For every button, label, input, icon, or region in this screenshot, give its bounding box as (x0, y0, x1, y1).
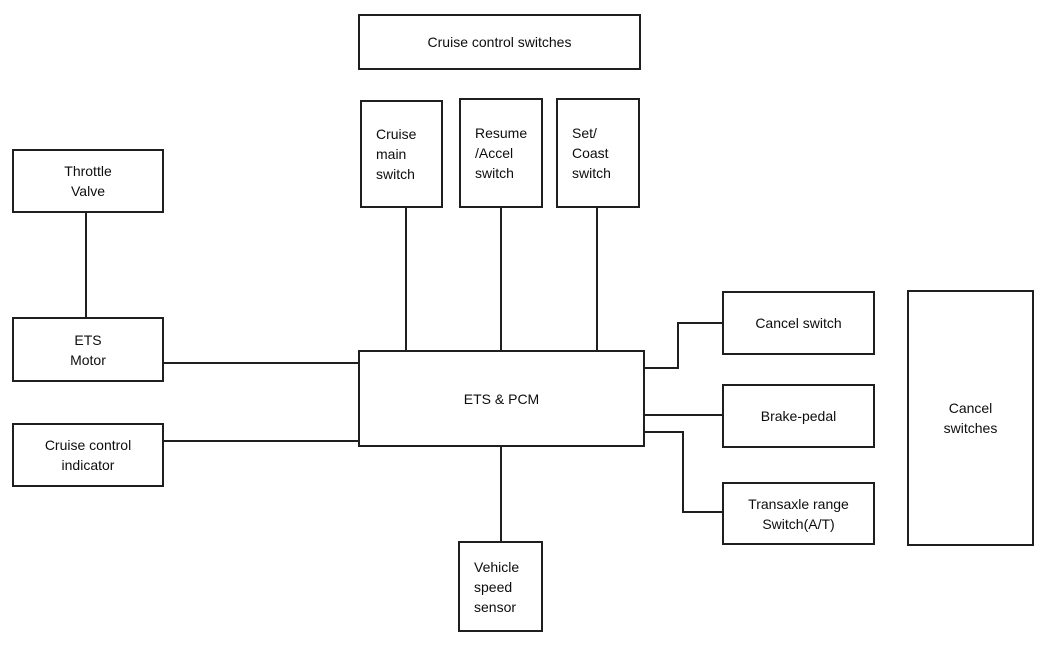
node-resume-accel-switch-label: Resume /Accel switch (475, 125, 528, 181)
node-ets-motor-label: ETS Motor (70, 331, 106, 368)
connector-ets-pcm-to-transaxle-seg2 (682, 431, 684, 513)
node-cancel-switches: Cancel switches (907, 290, 1034, 546)
connector-cruise-control-indicator-to-ets-pcm (164, 440, 358, 442)
node-cruise-control-switches: Cruise control switches (358, 14, 641, 70)
connector-ets-pcm-to-transaxle-seg1 (645, 431, 684, 433)
connector-cruise-main-switch-to-ets-pcm (405, 208, 407, 350)
connector-ets-pcm-to-cancel-switch-seg3 (677, 322, 722, 324)
node-cancel-switch: Cancel switch (722, 291, 875, 355)
node-vehicle-speed-sensor: Vehicle speed sensor (458, 541, 543, 632)
connector-ets-pcm-to-brake-pedal (645, 414, 722, 416)
connector-ets-pcm-to-cancel-switch-seg1 (645, 367, 679, 369)
connector-ets-pcm-to-transaxle-seg3 (682, 511, 722, 513)
node-set-coast-switch-label: Set/ Coast switch (572, 125, 611, 181)
connector-ets-pcm-to-vehicle-speed-sensor (500, 447, 502, 541)
node-cruise-control-switches-label: Cruise control switches (427, 34, 572, 50)
connector-throttle-valve-to-ets-motor (85, 213, 87, 317)
connector-resume-accel-switch-to-ets-pcm (500, 208, 502, 350)
node-set-coast-switch: Set/ Coast switch (556, 98, 640, 208)
node-ets-motor: ETS Motor (12, 317, 164, 382)
node-cancel-switches-label: Cancel switches (943, 400, 998, 436)
node-cruise-control-indicator-label: Cruise control indicator (44, 437, 132, 473)
node-cruise-control-indicator: Cruise control indicator (12, 423, 164, 487)
node-cruise-main-switch: Cruise main switch (360, 100, 443, 208)
node-transaxle-range-switch: Transaxle range Switch(A/T) (722, 482, 875, 545)
connector-ets-pcm-to-cancel-switch-seg2 (677, 322, 679, 369)
node-throttle-valve: Throttle Valve (12, 149, 164, 213)
node-brake-pedal: Brake-pedal (722, 384, 875, 448)
node-throttle-valve-label: Throttle Valve (64, 163, 112, 199)
node-brake-pedal-label: Brake-pedal (760, 408, 837, 424)
node-ets-pcm: ETS & PCM (358, 350, 645, 447)
node-ets-pcm-label: ETS & PCM (463, 390, 540, 407)
connector-ets-motor-to-ets-pcm (164, 362, 358, 364)
node-cruise-main-switch-label: Cruise main switch (376, 126, 417, 182)
node-vehicle-speed-sensor-label: Vehicle speed sensor (474, 558, 520, 615)
connector-set-coast-switch-to-ets-pcm (596, 208, 598, 350)
node-resume-accel-switch: Resume /Accel switch (459, 98, 543, 208)
node-transaxle-range-switch-label: Transaxle range Switch(A/T) (748, 495, 849, 532)
node-cancel-switch-label: Cancel switch (755, 315, 842, 331)
